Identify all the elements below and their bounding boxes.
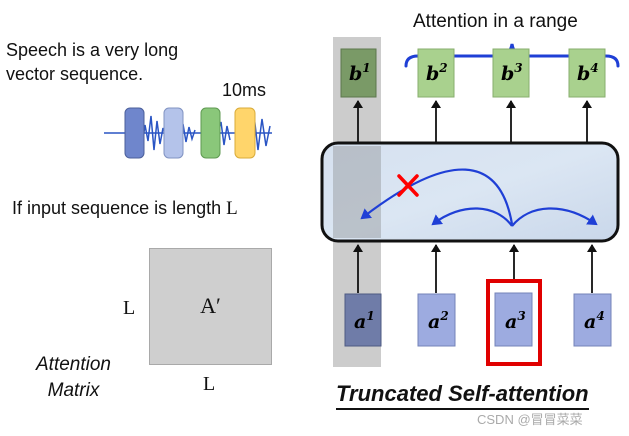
output-label-b1: b1	[349, 61, 371, 85]
output-label-b3: b3	[501, 61, 523, 85]
self-attention-layer-shade	[333, 146, 381, 238]
input-label-a1: a1	[354, 309, 375, 333]
output-box-b4	[568, 48, 606, 98]
input-length-symbol: L	[226, 198, 238, 219]
input-labels: a1 a2 a3 a4	[354, 309, 605, 333]
input-boxes	[344, 292, 612, 347]
speech-frames	[124, 107, 256, 159]
curly-brace-icon	[404, 43, 620, 68]
speech-frame-1	[124, 107, 145, 159]
speech-frame-4	[234, 107, 256, 159]
speech-line-2: vector sequence.	[6, 64, 144, 84]
input-label-a3: a3	[505, 309, 526, 333]
selected-input-highlight	[486, 279, 542, 366]
output-label-b4: b4	[577, 61, 599, 85]
self-attention-layer	[320, 141, 620, 243]
attention-matrix-caption: Attention Matrix	[36, 352, 111, 404]
frame-duration-label: 10ms	[222, 80, 267, 100]
speech-line-1: Speech is a very long	[6, 40, 179, 60]
attention-arrow-to-position-2	[431, 207, 513, 227]
attention-matrix-caption-line-1: Attention	[36, 354, 111, 375]
input-box-a4	[573, 293, 612, 347]
attention-arrow-to-position-1	[360, 168, 514, 225]
input-label-a2: a2	[428, 309, 449, 333]
attention-arrow-to-position-4	[511, 207, 598, 227]
input-length-text: If input sequence is length L	[12, 198, 238, 220]
diagram-title: Truncated Self-attention	[336, 381, 589, 410]
speech-description: Speech is a very long vector sequence.	[6, 38, 178, 86]
output-arrows	[353, 100, 592, 142]
input-length-prefix: If input sequence is length	[12, 198, 227, 218]
output-box-b3	[492, 48, 530, 98]
input-box-a3	[494, 292, 533, 347]
cross-mark-icon	[397, 174, 419, 197]
matrix-col-label: L	[203, 373, 216, 395]
output-labels: b1 b2 b3 b4	[349, 61, 599, 85]
input-box-a2	[417, 293, 456, 347]
watermark: CSDN @冒冒菜菜	[477, 412, 583, 427]
output-box-b1	[340, 48, 377, 98]
output-box-b2	[417, 48, 455, 98]
attention-matrix-label: A′	[200, 293, 221, 318]
attention-matrix-caption-line-2: Matrix	[47, 380, 100, 401]
speech-frame-2	[163, 107, 184, 159]
attention-matrix: A′	[149, 248, 272, 365]
attention-arrows	[360, 168, 598, 227]
input-arrows	[353, 244, 597, 293]
attention-range-label: Attention in a range	[413, 11, 578, 32]
output-label-b2: b2	[426, 61, 448, 85]
input-label-a4: a4	[584, 309, 605, 333]
speech-frame-3	[200, 107, 221, 159]
input-box-a1	[344, 293, 382, 347]
output-boxes	[340, 48, 606, 98]
matrix-row-label: L	[123, 297, 136, 319]
